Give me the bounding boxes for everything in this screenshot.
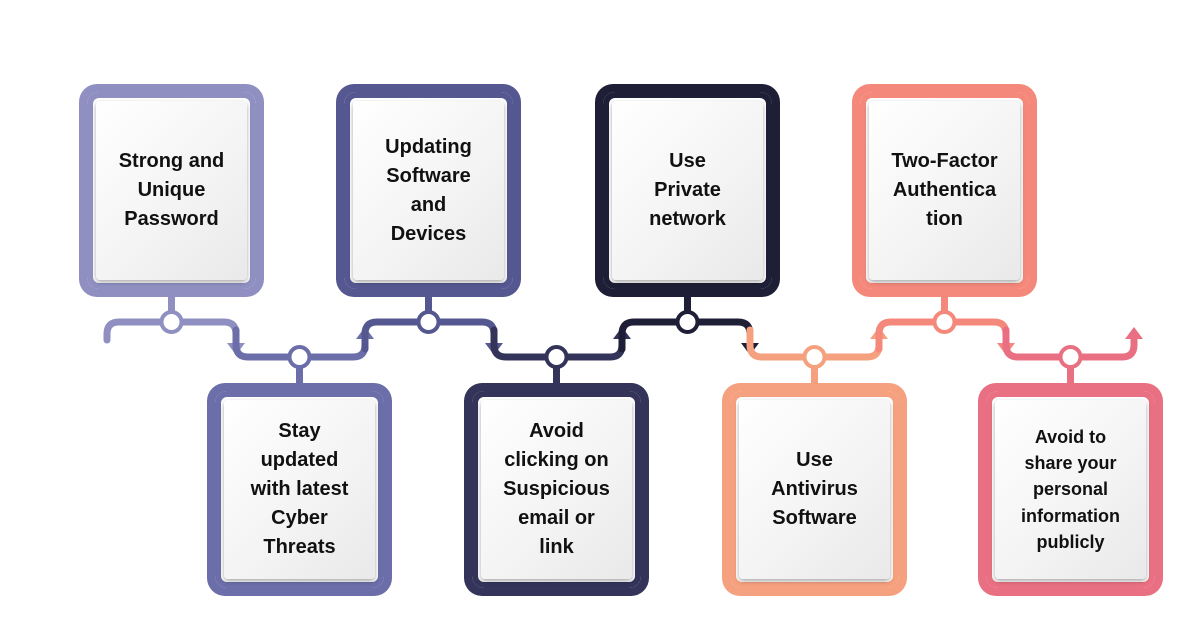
timeline-node [802,345,827,369]
step-label: Avoid clicking on Suspicious email or li… [503,420,610,558]
step-card-avoid-clicking: Avoid clicking on Suspicious email or li… [464,383,649,596]
arrowhead-icon [1125,327,1143,339]
step-card-updating-software: Updating Software and Devices [336,84,521,297]
step-label: Use Private network [649,150,726,230]
timeline-node [675,310,700,334]
step-label: Strong and Unique Password [118,150,225,230]
timeline-node [416,310,441,334]
step-label: Use Antivirus Software [771,449,858,529]
step-label: Avoid to share your personal information… [1021,427,1120,552]
step-card-two-factor: Two-Factor Authentica tion [852,84,1037,297]
step-label: Updating Software and Devices [385,135,472,245]
step-label: Two-Factor Authentica tion [891,150,998,230]
step-card-strong-password: Strong and Unique Password [79,84,264,297]
step-card-private-network: Use Private network [595,84,780,297]
timeline-node [287,345,312,369]
timeline-node [544,345,569,369]
step-label: Stay updated with latest Cyber Threats [250,420,349,558]
timeline-node [1058,345,1083,369]
step-card-avoid-sharing: Avoid to share your personal information… [978,383,1163,596]
timeline-node [159,310,184,334]
step-card-antivirus: Use Antivirus Software [722,383,907,596]
step-card-stay-updated: Stay updated with latest Cyber Threats [207,383,392,596]
timeline-node [932,310,957,334]
